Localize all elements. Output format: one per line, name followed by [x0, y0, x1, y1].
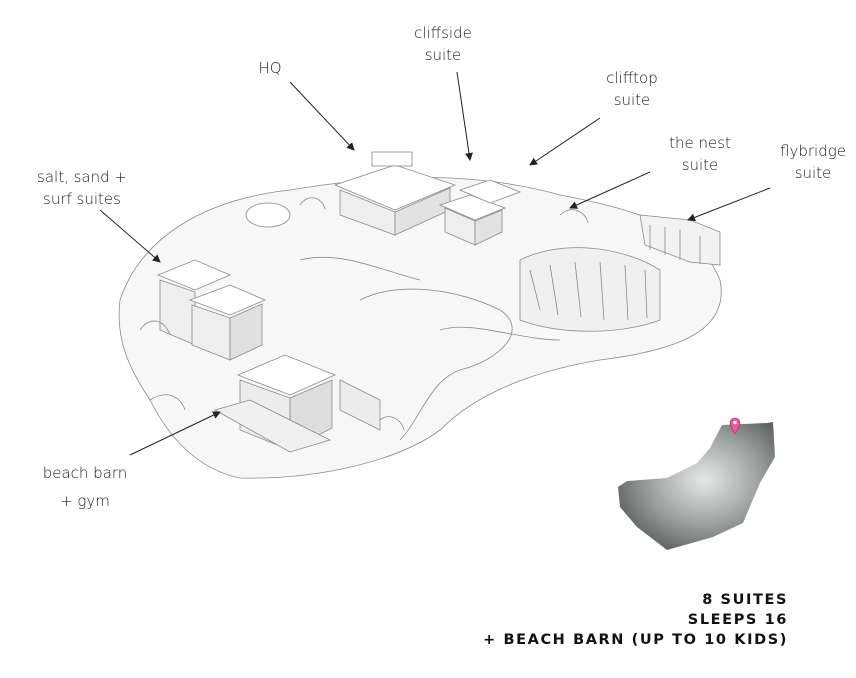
label-line: suite [794, 164, 832, 182]
label-line: salt, sand + [37, 168, 127, 186]
label-line: HQ [258, 59, 282, 77]
stat-beach-barn: + BEACH BARN (UP TO 10 KIDS) [483, 632, 788, 648]
label-line: beach barn [42, 464, 128, 482]
estate-sketch [118, 151, 722, 479]
label-line: suite [613, 91, 651, 109]
arrow-clifftop [529, 117, 601, 166]
arrow-salt-sand-surf [99, 209, 161, 263]
label-salt-sand-surf-suites: salt, sand + surf suites [12, 166, 152, 210]
label-clifftop-suite: clifftop suite [592, 67, 672, 111]
stat-sleeps: SLEEPS 16 [687, 612, 788, 628]
label-cliffside-suite: cliffside suite [405, 22, 481, 66]
label-arrows [99, 71, 771, 456]
arrow-flybridge [687, 187, 771, 222]
label-flybridge-suite: flybridge suite [766, 140, 856, 184]
arrow-beach-barn [129, 411, 221, 456]
label-line: suite [681, 156, 719, 174]
island-locator-map [618, 417, 775, 550]
label-line: + gym [60, 492, 110, 510]
stat-suites: 8 SUITES [702, 592, 788, 608]
label-the-nest-suite: the nest suite [650, 132, 750, 176]
arrow-the-nest [569, 171, 651, 209]
arrow-cliffside [456, 71, 473, 161]
label-line: cliffside [414, 24, 472, 42]
label-line: suite [424, 46, 462, 64]
label-line: surf suites [43, 190, 121, 208]
property-stats: 8 SUITES SLEEPS 16 + BEACH BARN (UP TO 1… [483, 590, 788, 650]
label-hq: HQ [250, 57, 290, 79]
label-beach-barn-gym: beach barn + gym [28, 459, 142, 515]
island-shape [618, 422, 775, 550]
label-line: flybridge [780, 142, 846, 160]
label-line: the nest [669, 134, 731, 152]
label-line: clifftop [606, 69, 658, 87]
arrow-hq [289, 81, 355, 151]
map-pin-icon [729, 417, 741, 435]
